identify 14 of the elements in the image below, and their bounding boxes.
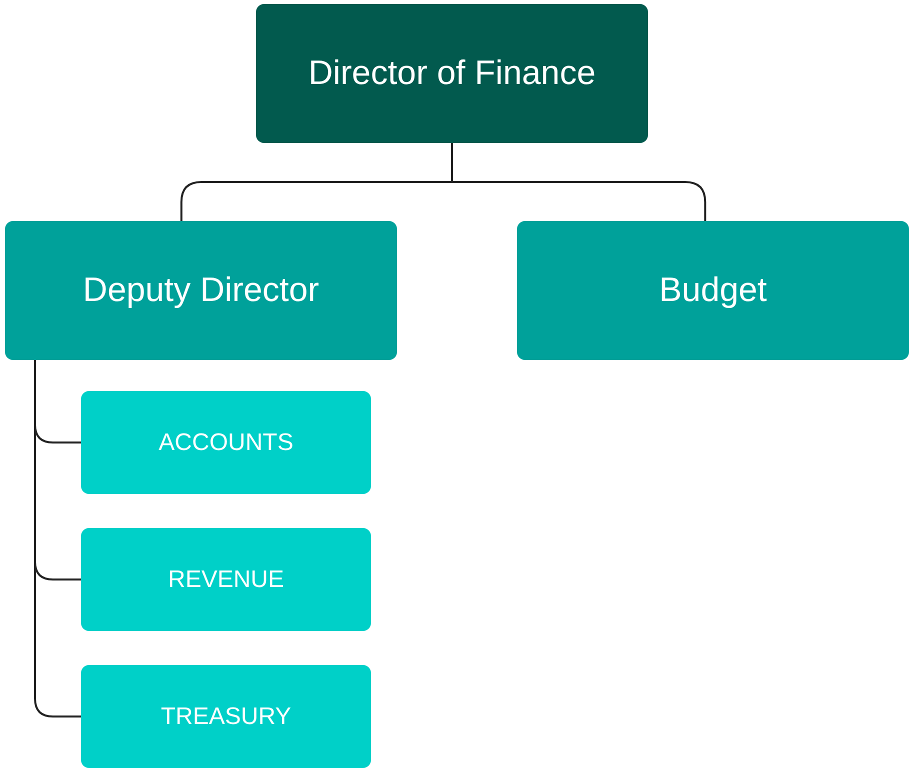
connector-line	[451, 143, 706, 221]
unit-box	[81, 665, 371, 768]
box-label: Director of Finance	[308, 54, 596, 93]
box-label: Deputy Director	[82, 271, 320, 310]
deputy-box	[5, 221, 397, 360]
box-label: TREASURY	[160, 702, 292, 730]
unit-box	[81, 391, 371, 494]
unit-box	[81, 528, 371, 631]
director-box	[256, 4, 648, 143]
box-label: Budget	[659, 271, 767, 310]
box-label: REVENUE	[168, 566, 284, 594]
box-label: ACCOUNTS	[158, 428, 294, 456]
connector-line	[34, 360, 81, 718]
department-box	[517, 221, 909, 360]
